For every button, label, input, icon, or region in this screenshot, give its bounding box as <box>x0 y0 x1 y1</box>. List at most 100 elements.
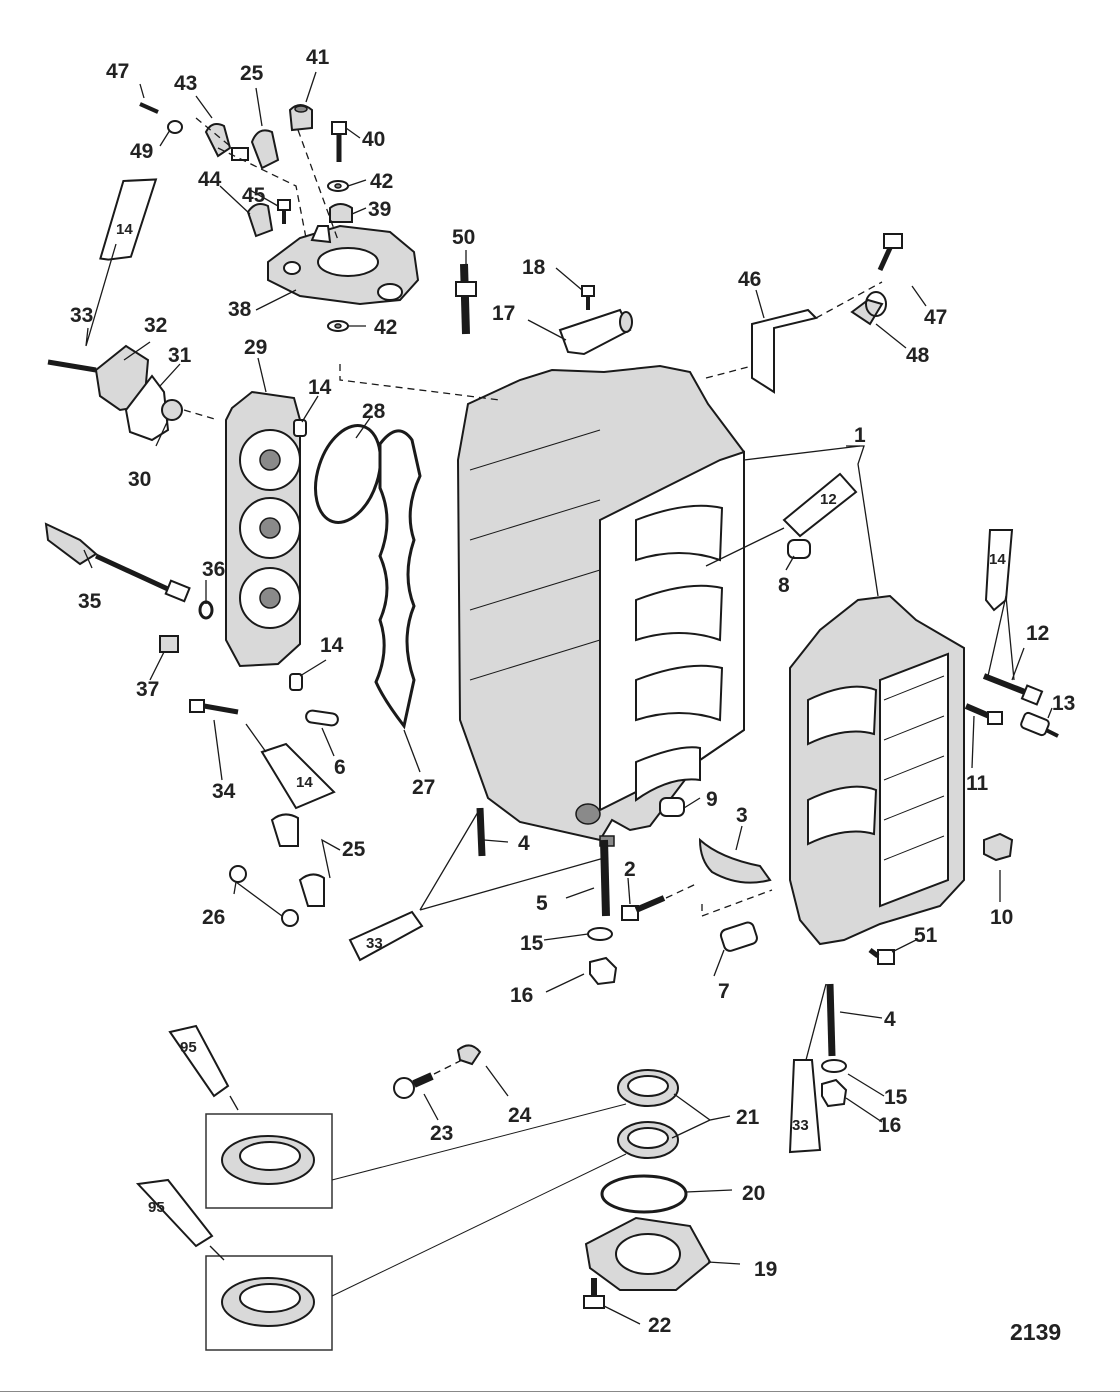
cover-bracket-assembly <box>267 224 420 306</box>
callout-41: 41 <box>306 46 330 69</box>
washer-42-top <box>327 180 349 192</box>
callout-51: 51 <box>914 924 938 947</box>
callout-30: 30 <box>128 468 151 491</box>
callout-8: 8 <box>778 574 790 597</box>
stud-4-left <box>476 807 486 857</box>
callout-40: 40 <box>362 128 385 151</box>
fitting-17 <box>558 308 633 356</box>
grommet-39 <box>329 203 353 223</box>
fitting-50 <box>455 263 477 335</box>
callout-24: 24 <box>508 1104 532 1127</box>
callout-21: 21 <box>736 1106 760 1129</box>
bracket-46 <box>751 308 818 394</box>
o-ring-20 <box>600 1174 688 1214</box>
bolt-40 <box>331 121 347 162</box>
detail-frame-upper <box>205 1113 333 1209</box>
callout-47-right: 47 <box>924 306 947 329</box>
callout-4-right: 4 <box>884 1008 896 1031</box>
callout-35: 35 <box>78 590 102 613</box>
dowel-6 <box>305 709 339 727</box>
drawing-number: 2139 <box>1010 1319 1061 1345</box>
detail-frame-lower <box>205 1255 333 1351</box>
sealant-tube-95-upper: 95 <box>168 1024 230 1098</box>
callout-10: 10 <box>990 906 1013 929</box>
stud-5 <box>600 839 610 917</box>
callout-23: 23 <box>430 1122 453 1145</box>
clamp-25-lower-a <box>270 813 299 847</box>
svg-text:95: 95 <box>148 1199 165 1216</box>
svg-text:14: 14 <box>989 551 1006 568</box>
callout-28: 28 <box>362 400 386 423</box>
clip-44 <box>246 203 274 238</box>
screw-45 <box>277 199 291 224</box>
callout-25-lower: 25 <box>342 838 366 861</box>
callout-6: 6 <box>334 756 346 779</box>
callout-25-top: 25 <box>240 62 264 85</box>
callout-33: 33 <box>70 304 93 327</box>
screw-47-right <box>877 233 903 272</box>
seal-21-lower <box>617 1121 679 1159</box>
svg-text:33: 33 <box>366 935 383 952</box>
callout-5: 5 <box>536 892 548 915</box>
pin-14-lower <box>289 673 303 691</box>
callout-7: 7 <box>718 980 730 1003</box>
callout-38: 38 <box>228 298 252 321</box>
callout-14-lower: 14 <box>320 634 344 657</box>
crankcase-cover <box>789 594 965 946</box>
callout-49: 49 <box>130 140 153 163</box>
screw-47-small <box>139 102 159 114</box>
nut-16-right <box>821 1078 848 1108</box>
svg-text:14: 14 <box>296 774 313 791</box>
callout-42-bottom: 42 <box>374 316 397 339</box>
seal-21-upper <box>617 1069 679 1107</box>
callout-48: 48 <box>906 344 930 367</box>
svg-text:33: 33 <box>792 1117 809 1134</box>
clamp-25-top <box>250 129 280 170</box>
gasket-31 <box>124 374 170 442</box>
sealant-tube-14-top-left: 14 <box>99 178 158 261</box>
bolt-34 <box>189 699 239 715</box>
clip-43 <box>204 123 249 161</box>
callout-27: 27 <box>412 776 435 799</box>
callout-14-upper: 14 <box>308 376 332 399</box>
callout-29: 29 <box>244 336 267 359</box>
sealant-tube-33-left: 33 <box>348 910 424 962</box>
callout-46: 46 <box>738 268 761 291</box>
washer-49 <box>167 120 183 134</box>
callout-labels: 1 2 3 4 4 5 6 7 8 9 10 11 12 13 14 14 14… <box>70 46 1075 1337</box>
bolt-22 <box>583 1278 605 1309</box>
callout-2: 2 <box>624 858 636 881</box>
callout-44: 44 <box>198 168 222 191</box>
svg-text:95: 95 <box>180 1039 197 1056</box>
cylinder-head-29 <box>225 390 301 668</box>
clamp-25-lower-b <box>298 873 325 907</box>
washer-15-right <box>821 1059 847 1073</box>
callout-32: 32 <box>144 314 167 337</box>
pin-14-upper <box>293 419 307 437</box>
sealant-tube-12: 12 <box>782 472 858 538</box>
callout-16-right: 16 <box>878 1114 901 1137</box>
callout-19: 19 <box>754 1258 777 1281</box>
callout-45: 45 <box>242 184 266 207</box>
washer-42-bottom <box>327 320 349 332</box>
callout-13: 13 <box>1052 692 1075 715</box>
sealant-tube-14-lower: 14 <box>260 742 336 810</box>
callout-47-top: 47 <box>106 60 129 83</box>
grommet-41 <box>288 104 313 132</box>
plug-37 <box>159 635 179 653</box>
stud-4-right <box>826 983 836 1057</box>
sealant-tube-33-right: 33 <box>788 1059 822 1154</box>
callout-4-left: 4 <box>518 832 530 855</box>
bolt-12 <box>982 673 1044 706</box>
callout-31: 31 <box>168 344 192 367</box>
callout-22: 22 <box>648 1314 671 1337</box>
callout-20: 20 <box>742 1182 765 1205</box>
clip-24 <box>456 1044 482 1066</box>
screw-18 <box>581 285 595 310</box>
nut-16-center <box>589 956 618 986</box>
thermostat-30 <box>161 399 183 421</box>
svg-text:12: 12 <box>820 491 837 508</box>
callout-34: 34 <box>212 780 236 803</box>
cylinder-block <box>456 364 745 847</box>
